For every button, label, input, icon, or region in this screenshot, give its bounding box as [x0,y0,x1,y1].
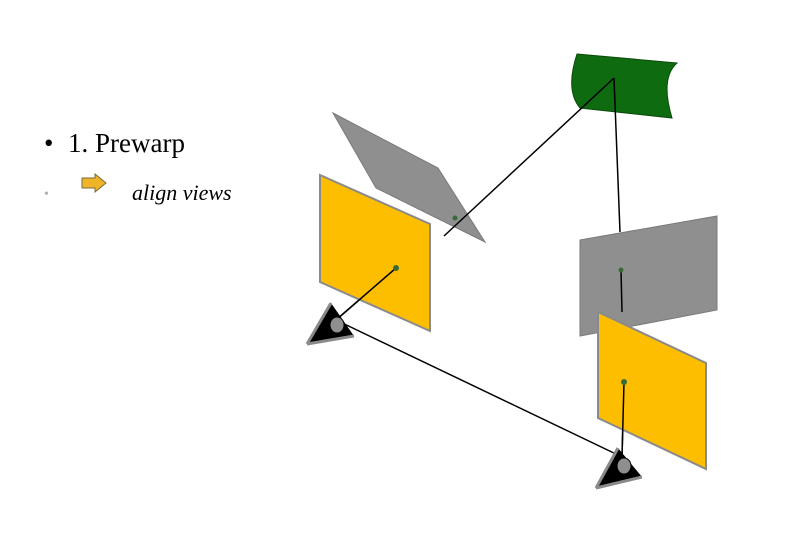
right-rectified-center [618,267,624,273]
right-image-plane [597,310,707,471]
right-image-center [621,379,627,385]
baseline [335,319,619,456]
bullet-text: align views [132,180,232,205]
ray-left-to-object [443,77,615,237]
bullet-marker: • [44,187,49,202]
left-rectified-center [452,215,458,221]
left-image-center [393,265,399,271]
bullet-prewarp: • 1. Prewarp [44,128,185,159]
ray-right-plane-segment [620,269,623,313]
bullet-align-views: • align views [44,180,232,206]
right-camera-icon [594,447,643,490]
left-image-plane [319,173,431,333]
bullet-text: 1. Prewarp [68,128,185,158]
left-rectified-plane [331,111,487,244]
right-arrow-icon [81,173,107,193]
left-camera-icon [305,302,355,346]
ray-left-camera-over [335,267,397,321]
ray-right-to-object [613,77,621,233]
ray-right-camera-over [621,381,625,458]
right-rectified-plane [579,215,718,337]
bullet-marker: • [44,128,54,158]
scene-object [571,53,679,119]
